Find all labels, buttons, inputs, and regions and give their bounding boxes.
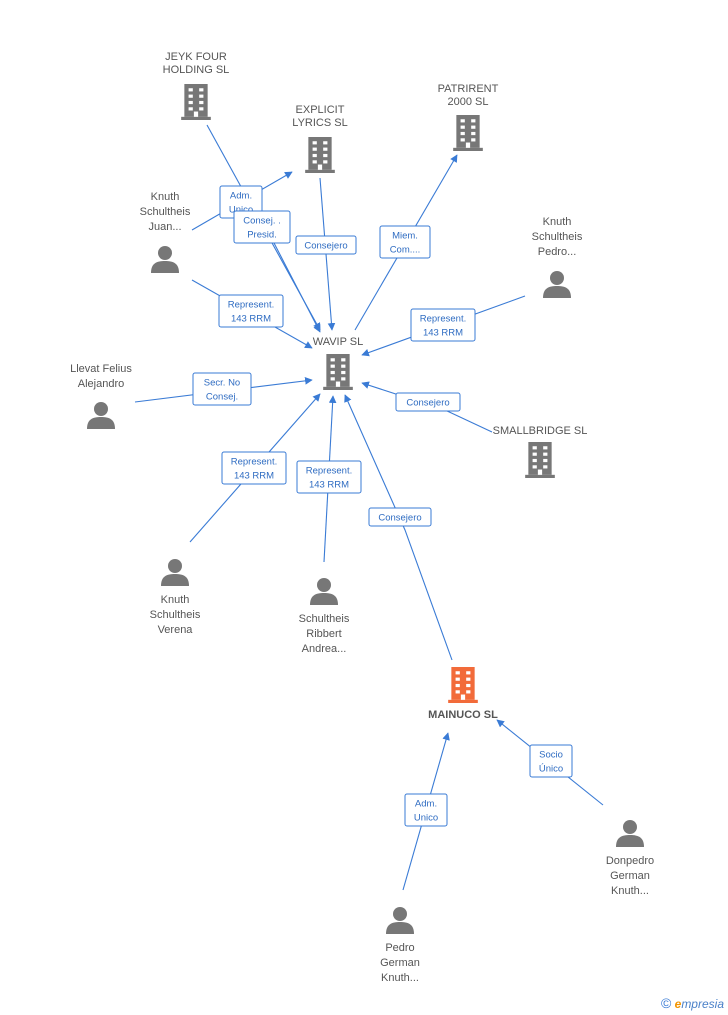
brand-name: mpresia	[681, 997, 724, 1011]
person-icon	[616, 820, 644, 847]
relation-label[interactable]: Represent.143 RRM	[218, 294, 284, 328]
relation-box	[404, 793, 448, 827]
relation-label[interactable]: Adm.Unico	[404, 793, 448, 827]
relation-label[interactable]: Consejero	[295, 235, 357, 255]
relation-text: Consejero	[378, 513, 421, 524]
relation-text: Represent.143 RRM	[306, 466, 352, 491]
relation-text: Adm.Unico	[229, 191, 253, 216]
relation-label[interactable]: Consej. .Presid.	[233, 210, 291, 244]
relation-text: Represent.143 RRM	[420, 314, 466, 339]
relation-label[interactable]: Consejero	[368, 507, 432, 527]
relation-text: Adm.Unico	[414, 799, 438, 824]
relation-label[interactable]: Consejero	[395, 392, 461, 412]
person-icon	[310, 578, 338, 605]
brand-initial: e	[674, 997, 682, 1011]
node-smallbridge[interactable]: SMALLBRIDGE SL	[493, 425, 588, 478]
relation-label[interactable]: Adm.Unico	[219, 185, 263, 219]
relation-box	[221, 451, 287, 485]
building-icon	[453, 115, 483, 151]
relation-box	[395, 392, 461, 412]
relation-label[interactable]: Represent.143 RRM	[410, 308, 476, 342]
relation-box	[192, 372, 252, 406]
relation-box	[218, 294, 284, 328]
edge-mainuco-wavip	[344, 394, 453, 661]
node-label: MAINUCO SL	[428, 709, 498, 721]
building-icon	[525, 442, 555, 478]
relation-text: Represent.143 RRM	[228, 300, 274, 325]
relation-label[interactable]: Represent.143 RRM	[221, 451, 287, 485]
footer-brand: © empresia	[661, 995, 724, 1011]
node-wavip[interactable]: WAVIP SL	[313, 336, 364, 390]
person-icon	[386, 907, 414, 934]
person-icon	[543, 271, 571, 298]
relation-box	[529, 744, 573, 778]
building-icon	[448, 667, 478, 703]
relation-box	[296, 460, 362, 494]
relation-box	[410, 308, 476, 342]
building-icon	[305, 137, 335, 173]
relation-box	[379, 225, 431, 259]
person-icon	[151, 246, 179, 273]
node-label: WAVIP SL	[313, 336, 364, 348]
relation-box	[233, 210, 291, 244]
building-icon	[181, 84, 211, 120]
relation-box	[295, 235, 357, 255]
relation-box	[368, 507, 432, 527]
person-icon	[87, 402, 115, 429]
relation-label[interactable]: Represent.143 RRM	[296, 460, 362, 494]
relation-text: Represent.143 RRM	[231, 457, 277, 482]
building-icon	[323, 354, 353, 390]
person-icon	[161, 559, 189, 586]
relation-text: Consej. .Presid.	[243, 216, 281, 241]
relation-label[interactable]: Miem.Com....	[379, 225, 431, 259]
node-mainuco[interactable]: MAINUCO SL	[428, 667, 498, 721]
relation-text: Miem.Com....	[390, 231, 421, 256]
relation-text: Consejero	[304, 241, 347, 252]
relation-text: Consejero	[406, 398, 449, 409]
copyright-icon: ©	[660, 995, 672, 1011]
node-label: SMALLBRIDGE SL	[493, 425, 588, 437]
